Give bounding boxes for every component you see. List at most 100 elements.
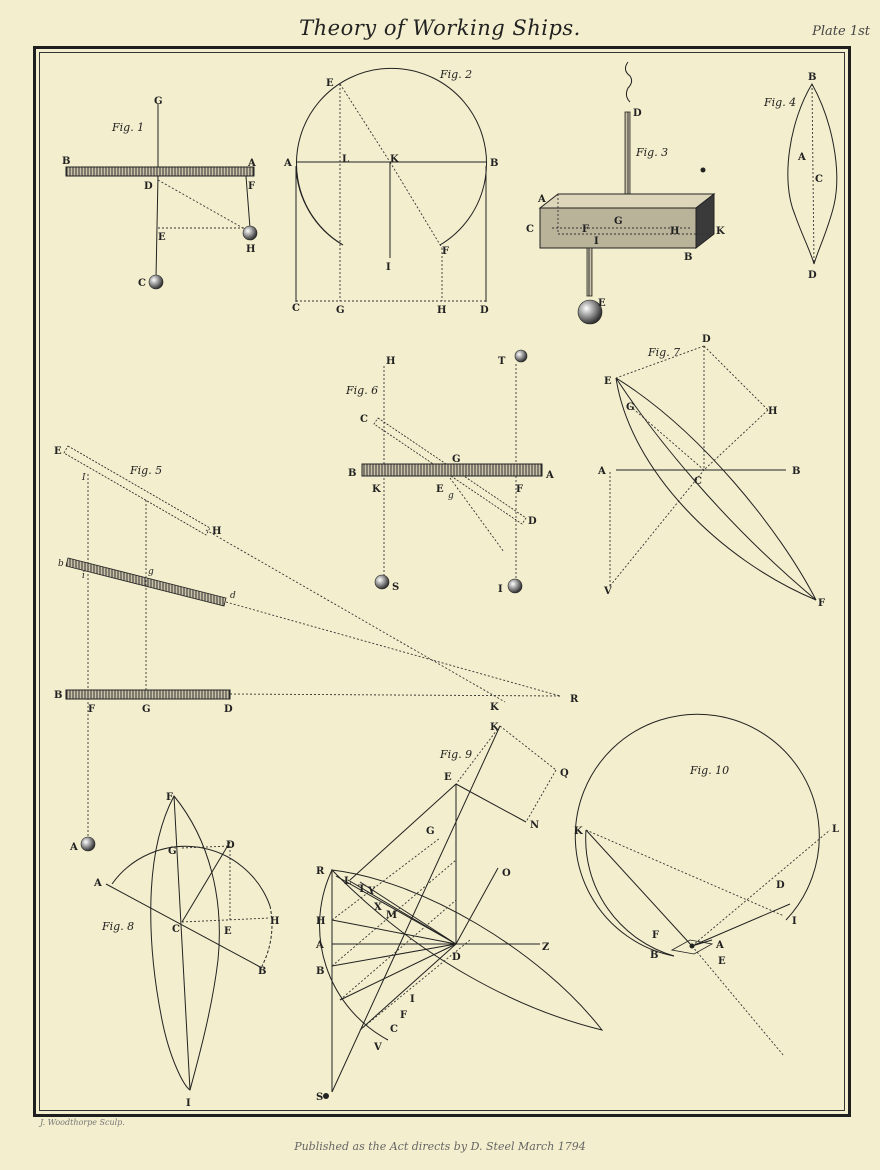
fig8-point-label: D xyxy=(226,840,235,851)
fig2-point-label: G xyxy=(336,305,345,316)
fig1-bar xyxy=(65,166,255,177)
fig9-point-label: L xyxy=(344,876,351,887)
fig3-point-label: C xyxy=(526,224,534,235)
fig7-point-label: V xyxy=(603,586,612,597)
fig6-point-label: K xyxy=(372,484,381,495)
fig2-point-label: H xyxy=(437,305,446,316)
fig5-point-label: A xyxy=(69,842,78,853)
fig-2: Fig. 2 E A L K B I F C G H D xyxy=(283,67,498,316)
fig9-point-label: N xyxy=(530,820,539,831)
fig5-point-label: E xyxy=(54,446,62,457)
fig9-point-label: F xyxy=(400,1010,407,1021)
fig9-point-label: H xyxy=(316,916,325,927)
fig5-point-label: g xyxy=(148,567,154,577)
fig10-point-label: F xyxy=(652,930,659,941)
fig8-point-label: B xyxy=(258,966,266,977)
fig8-point-label: H xyxy=(270,916,279,927)
fig6-point-label: F xyxy=(516,484,523,495)
fig4-point-label: C xyxy=(815,174,823,185)
fig2-point-label: B xyxy=(490,158,498,169)
fig5-point-label: d xyxy=(230,591,236,601)
fig6-point-label: C xyxy=(360,414,368,425)
fig5-point-label: G xyxy=(142,704,151,715)
fig-1: Fig. 1 G B A D F E H C xyxy=(62,96,258,290)
fig5-point-label: D xyxy=(224,704,233,715)
fig2-point-label: C xyxy=(292,303,300,314)
fig10-caption: Fig. 10 xyxy=(689,764,729,777)
fig5-point-label: b xyxy=(58,559,64,569)
fig1-weight-h xyxy=(242,225,258,241)
fig9-point-label: Y xyxy=(367,886,376,897)
fig5-bar xyxy=(65,689,231,700)
fig4-point-label: B xyxy=(808,72,816,83)
fig-4: Fig. 4 B A C D xyxy=(763,72,838,281)
publisher-line: Published as the Act directs by D. Steel… xyxy=(294,1140,586,1153)
fig4-caption: Fig. 4 xyxy=(763,96,796,109)
fig9-point-label: K xyxy=(490,722,499,733)
fig5-point-label: i xyxy=(82,571,85,581)
plate-title: Theory of Working Ships. xyxy=(299,16,581,40)
fig5-point-label: I xyxy=(81,473,86,483)
fig6-point-label: B xyxy=(348,468,356,479)
inner-border xyxy=(39,52,845,1111)
fig6-point-label: g xyxy=(448,491,454,501)
fig1-point-label: H xyxy=(246,244,255,255)
fig1-point-label: G xyxy=(154,96,163,107)
fig2-point-label: E xyxy=(326,78,334,89)
fig1-point-label: A xyxy=(247,158,256,169)
plate-number: Plate 1st xyxy=(812,24,870,39)
fig5-point-label: F xyxy=(88,704,95,715)
fig5-point-label: B xyxy=(54,690,62,701)
fig-3: Fig. 3 D A C F G H K I B E xyxy=(526,61,725,325)
fig7-point-label: H xyxy=(768,406,777,417)
fig8-point-label: G xyxy=(168,846,177,857)
fig7-caption: Fig. 7 xyxy=(647,346,680,359)
fig2-point-label: L xyxy=(342,154,349,165)
fig1-point-label: F xyxy=(248,181,255,192)
fig5-caption: Fig. 5 xyxy=(129,464,162,477)
fig-5: Fig. 5 E I H b i g d B F G D K R A xyxy=(54,445,579,853)
fig9-point-label: T xyxy=(358,884,366,895)
fig1-point-label: D xyxy=(144,181,153,192)
fig3-point-label: H xyxy=(670,226,679,237)
fig3-point-label: K xyxy=(716,226,725,237)
fig7-point-label: D xyxy=(702,334,711,345)
fig6-point-label: D xyxy=(528,516,537,527)
fig3-caption: Fig. 3 xyxy=(635,146,668,159)
fig1-caption: Fig. 1 xyxy=(111,121,144,134)
fig10-point-label: L xyxy=(832,824,839,835)
fig4-point-label: D xyxy=(808,270,817,281)
fig10-point-label: I xyxy=(792,916,797,927)
fig8-point-label: C xyxy=(172,924,180,935)
fig8-caption: Fig. 8 xyxy=(101,920,134,933)
fig10-point-label: E xyxy=(718,956,726,967)
fig10-point-label: D xyxy=(776,880,785,891)
fig9-point-label: I xyxy=(410,994,415,1005)
fig7-point-label: C xyxy=(694,476,702,487)
fig9-point-label: S xyxy=(316,1092,323,1103)
fig6-point-label: E xyxy=(436,484,444,495)
outer-border xyxy=(33,46,851,1117)
fig10-point-label: A xyxy=(715,940,724,951)
fig5-point-label: R xyxy=(570,694,579,705)
fig5-point-label: K xyxy=(490,702,499,713)
fig7-point-label: A xyxy=(597,466,606,477)
fig9-point-label: O xyxy=(502,868,511,879)
fig6-caption: Fig. 6 xyxy=(345,384,378,397)
fig6-point-label: I xyxy=(498,584,503,595)
fig9-point-label: E xyxy=(444,772,452,783)
fig4-point-label: A xyxy=(797,152,806,163)
engraver-credit: J. Woodthorpe Sculp. xyxy=(40,1118,125,1127)
fig2-point-label: K xyxy=(390,154,399,165)
fig8-point-label: F xyxy=(166,792,173,803)
fig-7: Fig. 7 D E G H A C B V F xyxy=(597,334,825,609)
fig1-weight-c xyxy=(148,274,164,290)
fig7-point-label: B xyxy=(792,466,800,477)
fig3-point-label: I xyxy=(594,236,599,247)
fig2-point-label: I xyxy=(386,262,391,273)
fig9-point-label: Z xyxy=(542,942,549,953)
fig3-point-label: A xyxy=(537,194,546,205)
fig6-point-label: A xyxy=(545,470,554,481)
fig9-point-label: R xyxy=(316,866,325,877)
